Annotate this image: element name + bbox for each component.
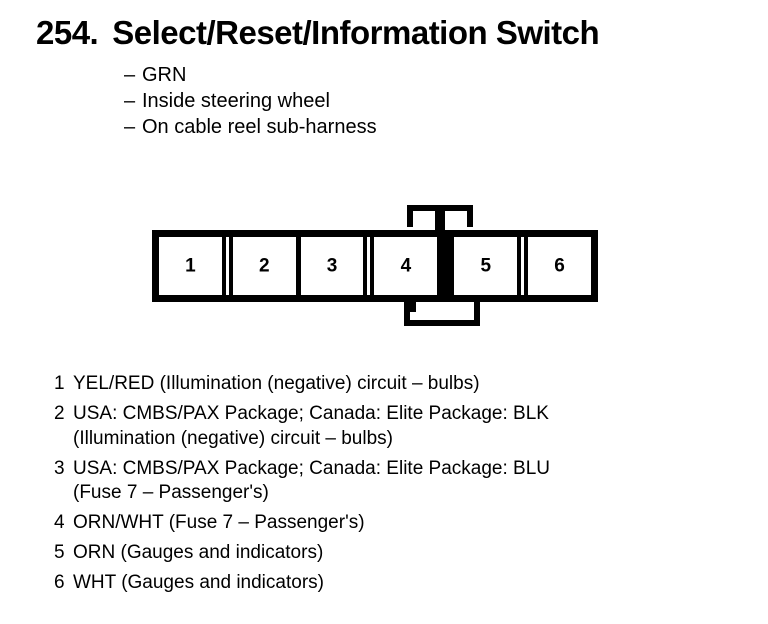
dash-marker: – [124, 64, 136, 86]
pin-number: 6 [54, 572, 65, 593]
connector-cavity: 5 [454, 237, 518, 295]
cavity-number: 5 [480, 255, 492, 277]
cavity-number: 1 [185, 255, 196, 277]
pin-number: 1 [54, 373, 65, 394]
dash-marker: – [124, 116, 136, 138]
latch-hook-right [442, 302, 480, 326]
cavity-separator-single [295, 237, 301, 295]
latch-tab-top-bar [407, 205, 473, 227]
connector-center-post [437, 237, 455, 295]
connector-cavity: 4 [374, 237, 438, 295]
cavity-separator-double [221, 237, 233, 295]
pin-legend-row: 3 USA: CMBS/PAX Package; Canada: Elite P… [54, 457, 754, 506]
connector-diagram: 1 2 3 4 5 6 [152, 205, 598, 326]
page-header: 254. Select/Reset/Information Switch [36, 14, 600, 52]
dash-marker: – [124, 90, 136, 112]
cavity-separator-double [363, 237, 375, 295]
spec-item: – On cable reel sub-harness [124, 114, 377, 140]
spec-item: – GRN [124, 62, 377, 88]
latch-tab-top-stem [435, 211, 445, 233]
latch-hooks-bottom-icon [404, 302, 480, 326]
pin-description: WHT (Gauges and indicators) [73, 572, 324, 593]
pin-legend-row: 4 ORN/WHT (Fuse 7 – Passenger's) [54, 511, 754, 536]
connector-cavity-row: 1 2 3 4 5 6 [152, 230, 598, 302]
pin-number: 2 [54, 403, 65, 424]
pin-description: USA: CMBS/PAX Package; Canada: Elite Pac… [73, 457, 550, 504]
pin-number: 5 [54, 542, 65, 563]
connector-cavity: 3 [300, 237, 364, 295]
cavity-number: 2 [258, 255, 270, 277]
spec-item: – Inside steering wheel [124, 88, 377, 114]
cavity-number: 3 [326, 255, 338, 277]
pin-number: 3 [54, 457, 65, 479]
pin-description: ORN/WHT (Fuse 7 – Passenger's) [73, 512, 365, 533]
spec-item-label: GRN [142, 64, 187, 86]
latch-hook-left [404, 302, 442, 326]
latch-hook-left-notch [410, 302, 416, 312]
header-item-number: 254. [36, 14, 99, 51]
connector-cavity: 6 [528, 237, 591, 295]
connector-cavity: 2 [232, 237, 296, 295]
latch-tab-top-icon [407, 205, 473, 233]
page-title: Select/Reset/Information Switch [112, 14, 600, 51]
spec-item-label: Inside steering wheel [142, 90, 330, 112]
pin-number: 4 [54, 512, 65, 533]
spec-list: – GRN – Inside steering wheel – On cable… [124, 62, 377, 140]
cavity-number: 6 [554, 255, 565, 277]
pin-description: USA: CMBS/PAX Package; Canada: Elite Pac… [73, 403, 549, 449]
pin-description: ORN (Gauges and indicators) [73, 542, 324, 563]
connector-cavity: 1 [159, 237, 222, 295]
pin-legend-row: 6 WHT (Gauges and indicators) [54, 571, 754, 596]
pin-description: YEL/RED (Illumination (negative) circuit… [73, 373, 480, 394]
pin-legend-row: 1 YEL/RED (Illumination (negative) circu… [54, 372, 754, 397]
spec-item-label: On cable reel sub-harness [142, 116, 377, 138]
pin-legend-row: 5 ORN (Gauges and indicators) [54, 541, 754, 566]
cavity-number: 4 [400, 255, 412, 277]
pin-legend: 1 YEL/RED (Illumination (negative) circu… [54, 372, 754, 601]
pin-legend-row: 2 USA: CMBS/PAX Package; Canada: Elite P… [54, 402, 754, 451]
cavity-separator-double [517, 237, 529, 295]
